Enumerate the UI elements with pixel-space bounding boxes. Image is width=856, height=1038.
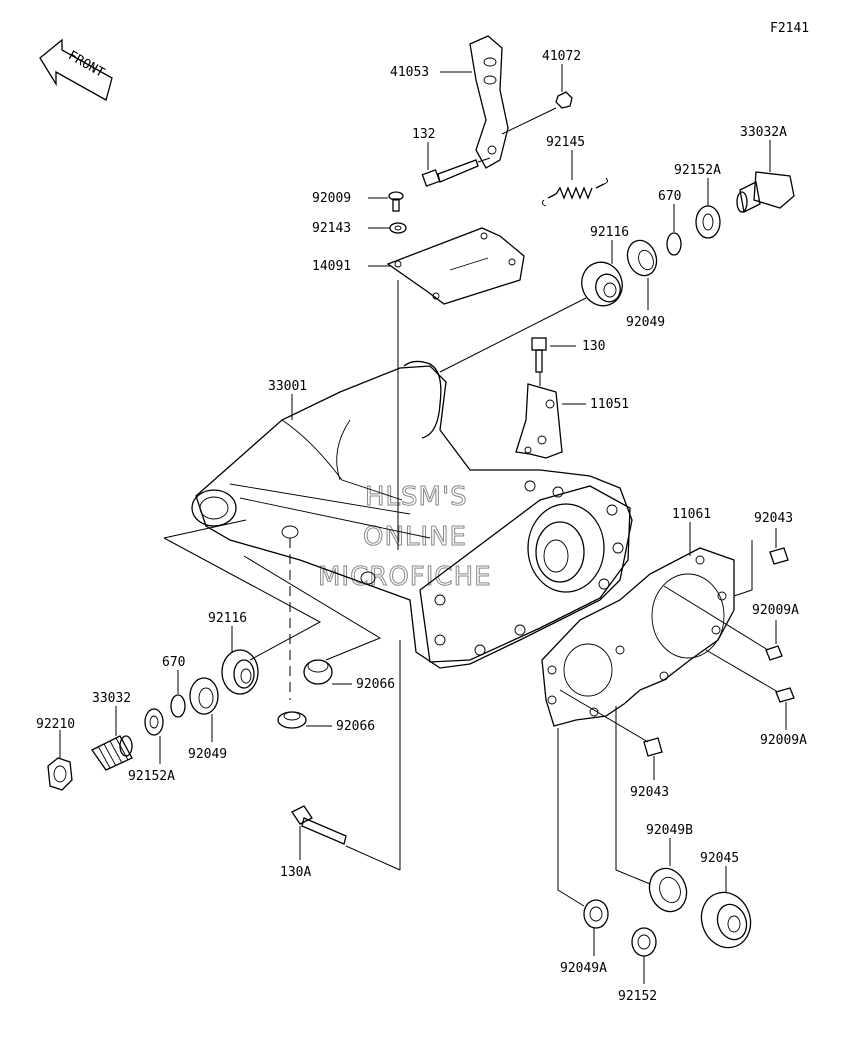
part-92116-bearing-top <box>581 261 623 307</box>
part-92049-seal-left <box>189 677 219 715</box>
label-33032: 33032 <box>92 691 131 706</box>
part-33032A-plug <box>736 171 795 213</box>
label-92009-top: 92009 <box>312 191 351 206</box>
part-92045-bearing <box>700 891 752 949</box>
label-92145: 92145 <box>546 135 585 150</box>
label-132: 132 <box>412 127 435 142</box>
label-92009A-1: 92009A <box>752 603 799 618</box>
label-14091: 14091 <box>312 259 351 274</box>
label-92043-bottom: 92043 <box>630 785 669 800</box>
part-11051-bracket <box>515 383 563 459</box>
part-92152A-washer-top <box>695 205 721 239</box>
label-33032A: 33032A <box>740 125 787 140</box>
part-92066-plug-1 <box>303 659 333 685</box>
label-92116-left: 92116 <box>208 611 247 626</box>
part-92049B-seal <box>648 867 688 913</box>
part-92152-bushing <box>631 927 657 957</box>
part-92210-nut <box>47 757 73 791</box>
part-92066-plug-2 <box>277 711 307 729</box>
part-130A-bolt <box>291 805 347 845</box>
label-92045: 92045 <box>700 851 739 866</box>
label-92049-left: 92049 <box>188 747 227 762</box>
part-92043-dowel-bottom <box>643 737 663 757</box>
part-670-oring-top <box>666 232 682 256</box>
label-92152A-top: 92152A <box>674 163 721 178</box>
front-label: FRONT <box>65 48 107 81</box>
label-670-top: 670 <box>658 189 681 204</box>
label-130A: 130A <box>280 865 311 880</box>
label-41072: 41072 <box>542 49 581 64</box>
part-130-bolt <box>531 337 547 373</box>
part-92043-dowel-top <box>769 547 789 565</box>
label-92049B: 92049B <box>646 823 693 838</box>
part-33001-swingarm <box>191 360 633 669</box>
label-92049A: 92049A <box>560 961 607 976</box>
part-33032-adjuster <box>91 735 133 771</box>
label-92066-1: 92066 <box>356 677 395 692</box>
watermark-line-2: ONLINE <box>363 522 467 552</box>
part-92009A-bolt-2 <box>775 687 795 703</box>
part-92116-bearing-left <box>221 649 259 695</box>
part-92143-washer <box>389 222 407 234</box>
label-92152: 92152 <box>618 989 657 1004</box>
label-92009A-2: 92009A <box>760 733 807 748</box>
part-11061-gasket <box>541 547 735 727</box>
front-arrow-icon: FRONT <box>39 38 113 101</box>
label-92152A-left: 92152A <box>128 769 175 784</box>
watermark-line-1: HLSM'S <box>365 482 468 512</box>
part-92145-spring <box>541 177 609 207</box>
watermark-line-3: MICROFICHE <box>318 562 492 592</box>
part-41053-bracket <box>469 35 509 169</box>
part-92152A-washer-left <box>144 708 164 736</box>
part-670-oring-left <box>170 694 186 718</box>
part-92049A-seal <box>583 899 609 929</box>
part-92009A-bolt-1 <box>765 645 783 661</box>
label-130: 130 <box>582 339 605 354</box>
label-92210: 92210 <box>36 717 75 732</box>
label-92143: 92143 <box>312 221 351 236</box>
label-11061: 11061 <box>672 507 711 522</box>
label-92116-top: 92116 <box>590 225 629 240</box>
part-92009-bolt <box>388 191 404 212</box>
figure-code: F2141 <box>770 21 809 36</box>
part-41072-nut <box>555 91 573 109</box>
label-41053: 41053 <box>390 65 429 80</box>
label-92066-2: 92066 <box>336 719 375 734</box>
label-33001: 33001 <box>268 379 307 394</box>
label-92043-top: 92043 <box>754 511 793 526</box>
part-132-bolt <box>421 159 479 187</box>
label-92049-top: 92049 <box>626 315 665 330</box>
part-14091-plate <box>386 227 525 305</box>
label-670-left: 670 <box>162 655 185 670</box>
label-11051: 11051 <box>590 397 629 412</box>
part-92049-seal-top <box>626 239 658 277</box>
